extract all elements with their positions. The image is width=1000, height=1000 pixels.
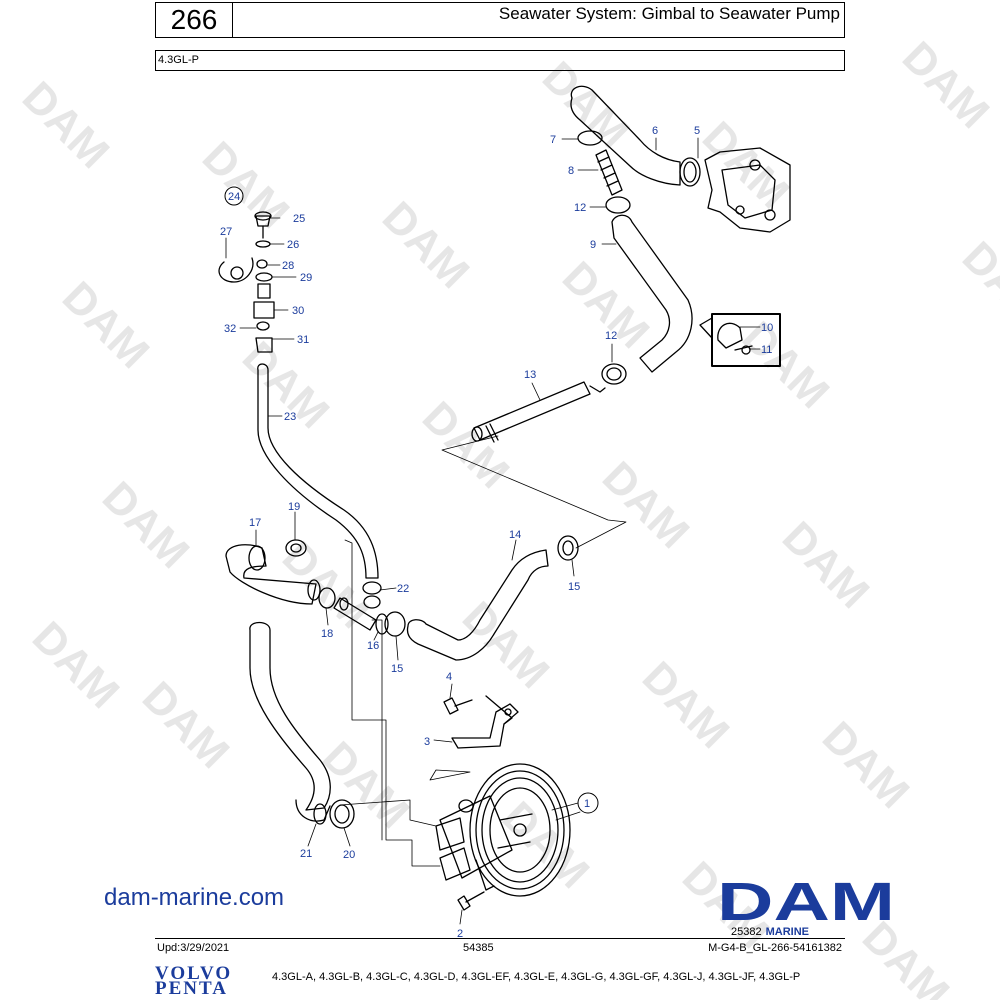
bolt-2	[457, 891, 485, 911]
clamp-12-lower	[601, 363, 627, 385]
part-label-6: 6	[652, 125, 658, 137]
applicable-models: 4.3GL-A, 4.3GL-B, 4.3GL-C, 4.3GL-D, 4.3G…	[272, 971, 801, 983]
hose-17	[225, 544, 317, 605]
part-label-7: 7	[550, 134, 556, 146]
volvo-text: VOLVO	[155, 963, 233, 984]
clamp-20	[329, 799, 355, 829]
volvo-penta-logo: VOLVO PENTA	[155, 963, 233, 999]
bracket-3	[451, 695, 519, 749]
clip-10-inset	[699, 313, 781, 367]
part-label-22: 22	[397, 583, 409, 595]
hose-14	[406, 549, 549, 661]
part-label-1: 1	[584, 798, 590, 810]
part-label-3: 3	[424, 736, 430, 748]
part-label-28: 28	[282, 260, 294, 272]
part-label-16: 16	[367, 640, 379, 652]
part-label-11: 11	[761, 344, 772, 356]
pipe-13	[471, 381, 606, 443]
logo-marine: MARINE	[765, 926, 809, 938]
part-label-31: 31	[297, 334, 309, 346]
part-label-12-lower: 12	[605, 330, 617, 342]
callout-circle-24	[224, 186, 244, 206]
part-label-12-upper: 12	[574, 202, 586, 214]
hose-21	[249, 621, 331, 825]
footer-code: 54385	[463, 942, 494, 954]
part-label-26: 26	[287, 239, 299, 251]
part-label-29: 29	[300, 272, 312, 284]
pipe-16	[333, 597, 389, 635]
website-link[interactable]: dam-marine.com	[104, 884, 285, 911]
logo-code: 25382	[731, 926, 762, 938]
part-label-24: 24	[228, 191, 240, 203]
clamp-18	[307, 579, 336, 609]
fitting-stack-24	[218, 211, 275, 353]
clamp-19	[285, 539, 307, 557]
document-code: M-G4-B_GL-266-54161382	[708, 942, 842, 954]
part-label-25: 25	[293, 213, 305, 225]
connector-8	[595, 149, 623, 196]
part-label-15-lower: 15	[391, 663, 403, 675]
part-label-27: 27	[220, 226, 232, 238]
part-label-15-upper: 15	[568, 581, 580, 593]
part-label-18: 18	[321, 628, 333, 640]
bolt-4	[443, 697, 473, 715]
callout-circle-1	[577, 792, 599, 814]
clamp-22	[362, 581, 382, 609]
page-number: 266	[155, 2, 233, 38]
part-label-10: 10	[761, 322, 773, 334]
update-date: Upd:3/29/2021	[157, 942, 230, 954]
hose-23	[257, 363, 379, 579]
part-label-32: 32	[224, 323, 236, 335]
part-label-14: 14	[509, 529, 521, 541]
part-label-30: 30	[292, 305, 304, 317]
part-label-19: 19	[288, 501, 300, 513]
part-label-2: 2	[457, 928, 463, 940]
clamp-7	[577, 130, 603, 146]
clamp-5	[679, 157, 701, 187]
leader-lines	[225, 137, 761, 925]
page-title: Seawater System: Gimbal to Seawater Pump	[233, 2, 845, 38]
svg-text:DAM: DAM	[717, 876, 895, 924]
bracket-5	[704, 147, 791, 233]
footer-divider	[155, 938, 845, 939]
part-label-4: 4	[446, 671, 452, 683]
part-label-13: 13	[524, 369, 536, 381]
part-label-23: 23	[284, 411, 296, 423]
part-label-17: 17	[249, 517, 261, 529]
part-label-20: 20	[343, 849, 355, 861]
part-label-8: 8	[568, 165, 574, 177]
clamp-12-upper	[605, 196, 631, 214]
clamp-15-lower	[384, 611, 406, 637]
model-label: 4.3GL-P	[155, 50, 845, 71]
seawater-pump-1	[435, 763, 571, 897]
part-label-21: 21	[300, 848, 312, 860]
clamp-15-upper	[557, 535, 579, 561]
dam-logo: DAM	[717, 876, 895, 924]
part-label-9: 9	[590, 239, 596, 251]
part-label-5: 5	[694, 125, 700, 137]
hose-9	[611, 214, 693, 373]
penta-text: PENTA	[155, 978, 228, 999]
